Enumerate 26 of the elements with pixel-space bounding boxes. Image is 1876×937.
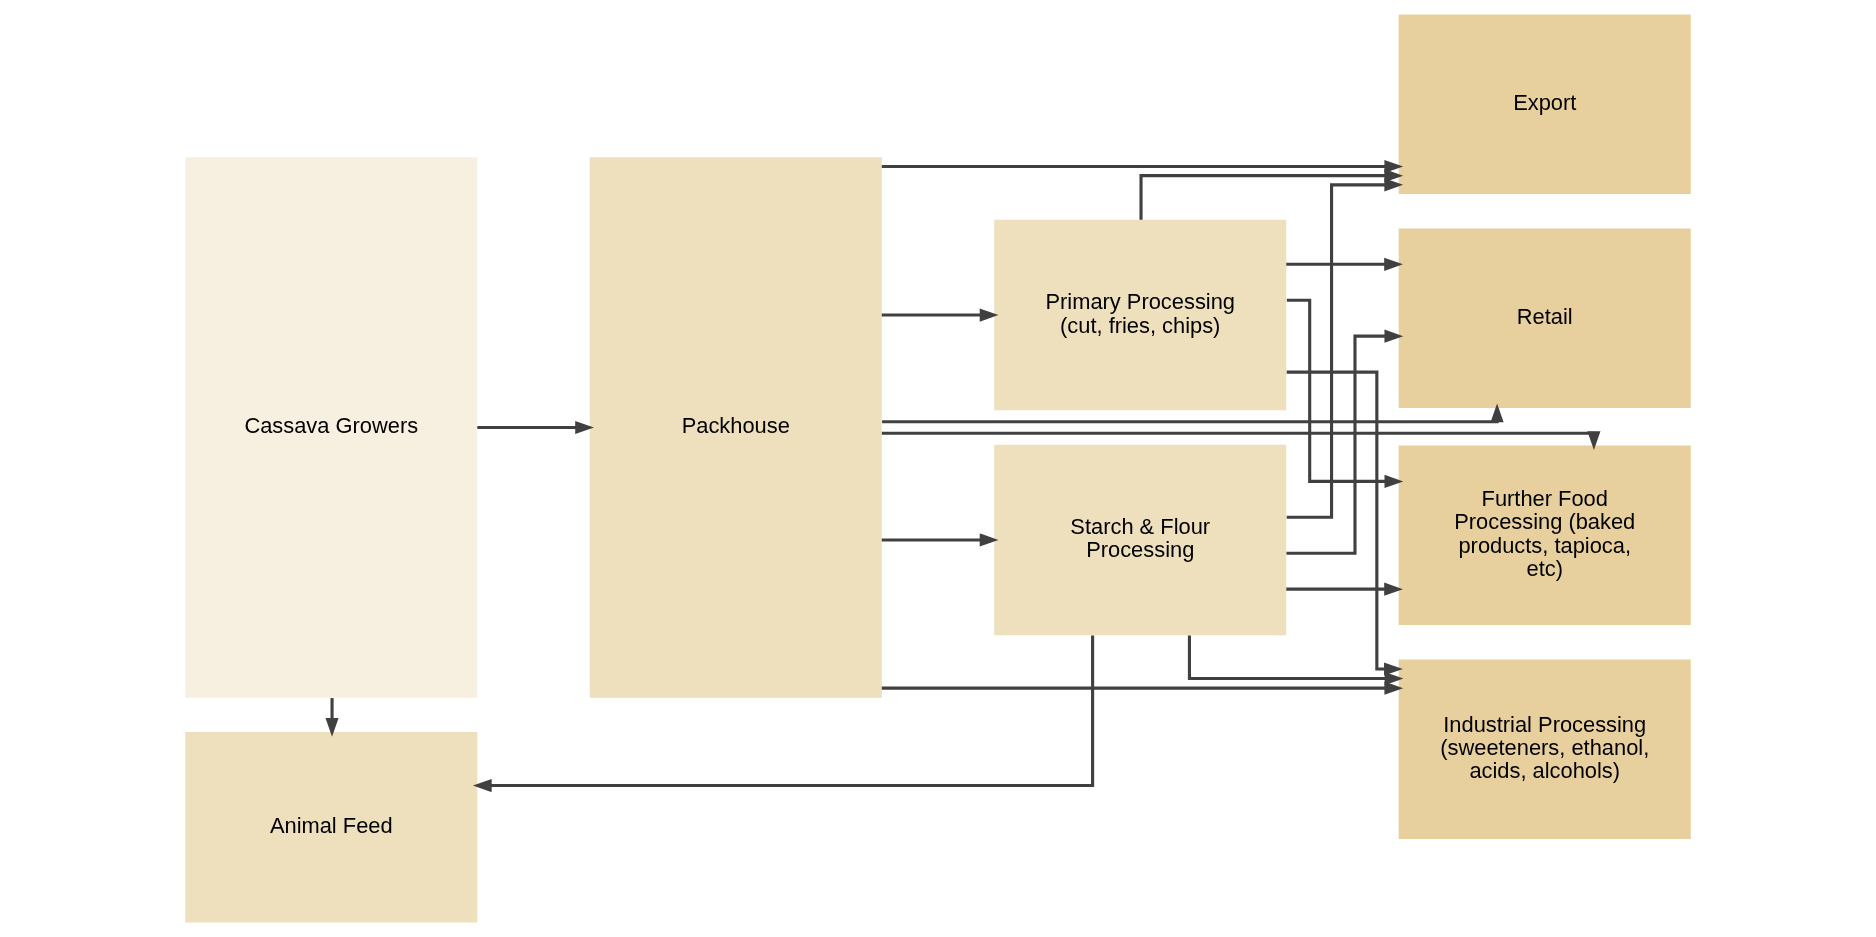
arrow: [477, 420, 594, 435]
node-box: Animal Feed: [185, 732, 478, 923]
arrow: [1286, 178, 1404, 519]
arrow: [881, 308, 999, 322]
node-box: Packhouse: [589, 157, 882, 698]
arrow: [325, 698, 339, 737]
node-box: Industrial Processing (sweeteners, ethanol, acids, alcohols): [1398, 659, 1691, 839]
arrow: [1286, 298, 1404, 488]
node-box: Further Food Processing (baked products, tapioca, etc): [1398, 445, 1691, 626]
arrow: [1286, 582, 1403, 596]
arrow: [881, 431, 1601, 451]
arrow: [1187, 635, 1404, 686]
arrow: [882, 403, 1504, 424]
node-box: Starch & Flour Processing: [994, 444, 1287, 636]
arrow: [1286, 329, 1404, 555]
node-box: Cassava Growers: [185, 157, 478, 698]
arrow: [881, 533, 999, 547]
node-box: Primary Processing (cut, fries, chips): [994, 219, 1287, 411]
arrow: [472, 635, 1095, 793]
node-box: Export: [1398, 14, 1691, 195]
arrow: [1286, 257, 1403, 271]
arrow: [1139, 169, 1404, 220]
node-box: Retail: [1398, 228, 1691, 408]
arrow: [881, 159, 1404, 174]
arrow: [881, 681, 1404, 695]
arrow: [1286, 370, 1403, 676]
